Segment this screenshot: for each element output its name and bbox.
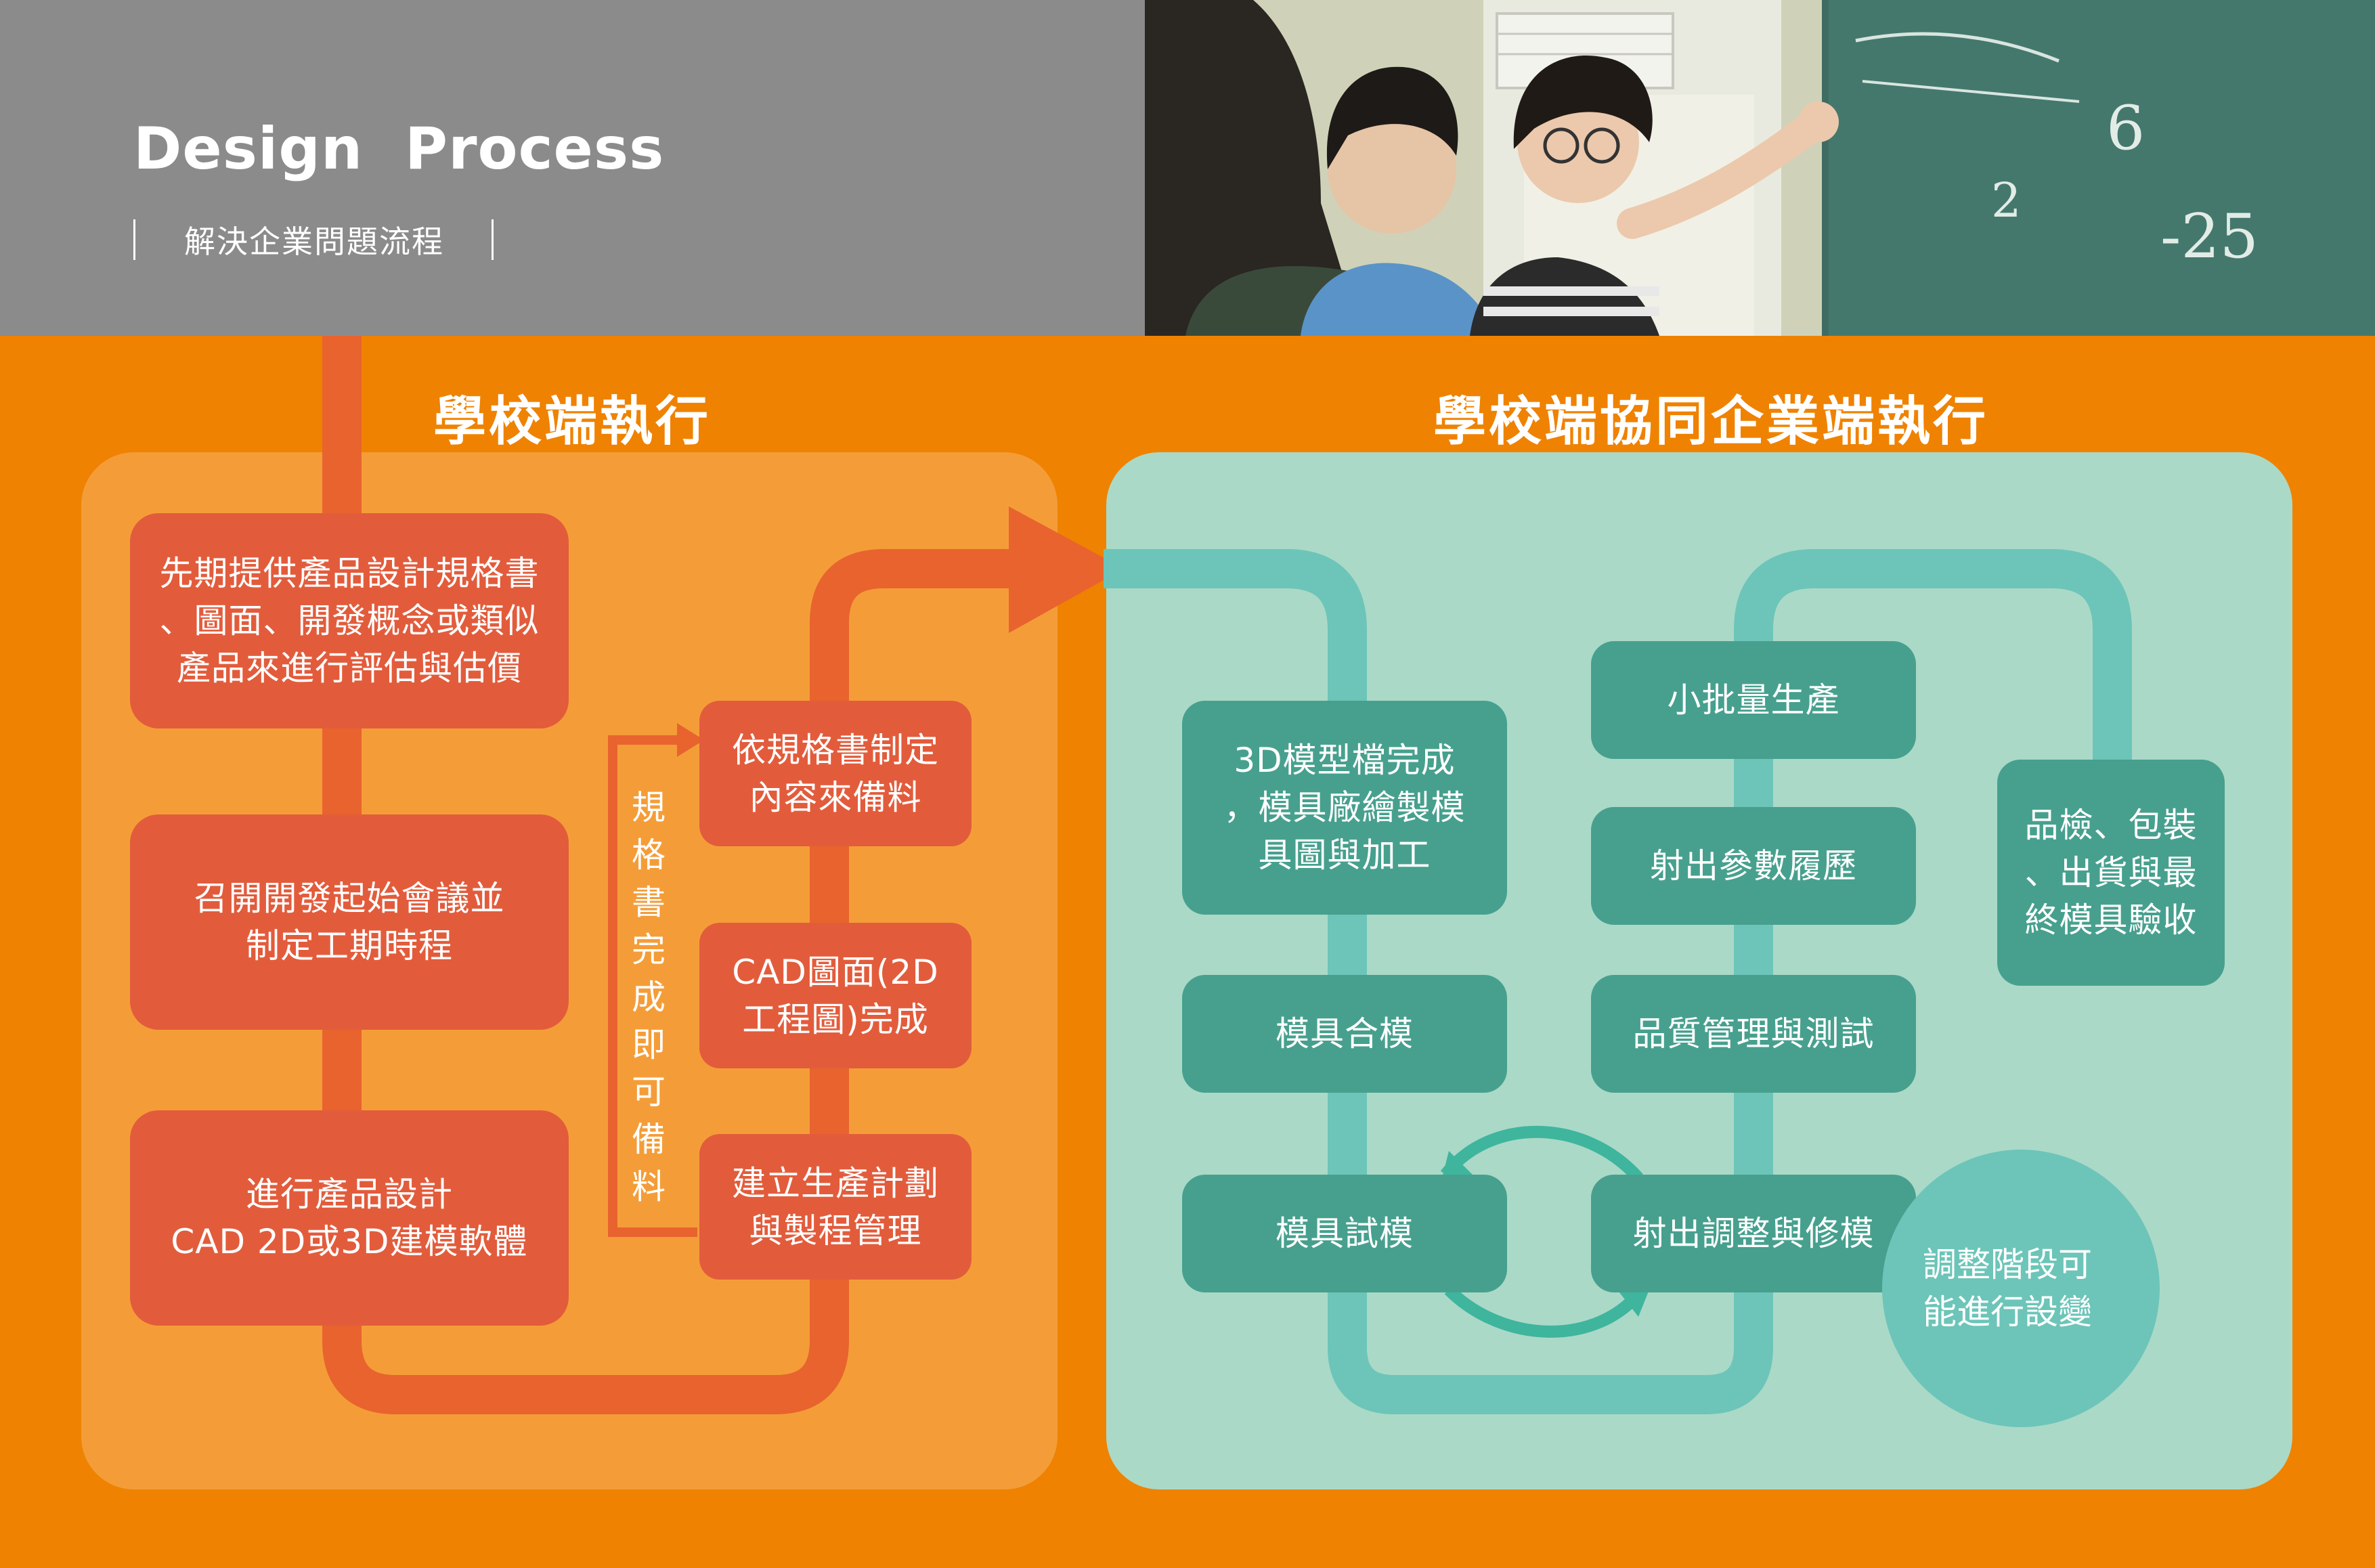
side-note-bracket	[608, 735, 697, 1237]
school-flow-line	[322, 336, 1022, 1414]
step-kickoff-meeting: 召開開發起始會議並 制定工期時程	[130, 814, 569, 1030]
adjust-note-circle: 調整階段可 能進行設變	[1882, 1150, 2160, 1427]
cooperation-flow-line	[1104, 549, 2132, 1414]
step-final-inspection: 品檢、包裝 、出貨與最 終模具驗收	[1997, 760, 2225, 986]
cycle-arrow-bottom	[1444, 1285, 1647, 1338]
step-product-design: 進行產品設計 CAD 2D或3D建模軟體	[130, 1110, 569, 1326]
step-mold-assembly: 模具合模	[1182, 975, 1507, 1093]
header-band	[0, 0, 1145, 336]
subtitle-right-bar	[492, 219, 494, 260]
step-injection-params: 射出參數履歷	[1591, 807, 1916, 925]
cycle-arrow-top	[1440, 1125, 1643, 1183]
page-title: Design Process	[133, 115, 665, 183]
step-material-prep: 依規格書制定 內容來備料	[699, 701, 972, 846]
step-cad-drawing: CAD圖面(2D 工程圖)完成	[699, 923, 972, 1068]
svg-text:2: 2	[1991, 173, 2022, 228]
side-note-vertical: 規格書完成即可備料	[632, 788, 666, 1206]
step-3d-model: 3D模型檔完成 ，模具廠繪製模 具圖與加工	[1182, 701, 1507, 915]
svg-text:-25: -25	[2160, 201, 2259, 272]
page-subtitle: 解決企業問題流程	[184, 223, 444, 260]
subtitle-group: 解決企業問題流程	[133, 218, 494, 261]
cooperation-section-title: 學校端協同企業端執行	[1433, 391, 1989, 452]
step-production-plan: 建立生產計劃 與製程管理	[699, 1134, 972, 1280]
flow-arrow-head	[1009, 506, 1124, 633]
classroom-photo: 6 -25 2	[1145, 0, 2375, 336]
school-section-title: 學校端執行	[433, 391, 712, 452]
step-injection-adjust: 射出調整與修模	[1591, 1175, 1916, 1292]
bracket-arrow-head	[677, 723, 704, 757]
svg-text:6: 6	[2106, 93, 2145, 164]
step-mold-trial: 模具試模	[1182, 1175, 1507, 1292]
subtitle-left-bar	[133, 219, 135, 260]
step-small-batch: 小批量生產	[1591, 641, 1916, 759]
classroom-photo-illustration: 6 -25 2	[1145, 0, 2375, 336]
step-spec-evaluation: 先期提供產品設計規格書 、圖面、開發概念或類似 產品來進行評估與估價	[130, 513, 569, 728]
step-quality-testing: 品質管理與測試	[1591, 975, 1916, 1093]
